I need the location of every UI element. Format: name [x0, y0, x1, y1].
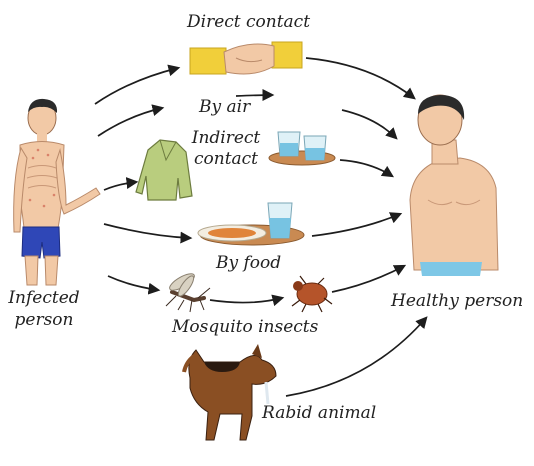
- arrow-mosquito-to-bug: [209, 294, 285, 307]
- arrow-air: [235, 89, 275, 101]
- label-infected-person: Infected person: [8, 288, 80, 330]
- arrow-to-air: [97, 104, 165, 137]
- arrow-direct-to-healthy: [305, 57, 416, 100]
- label-rabid-animal: Rabid animal: [262, 403, 377, 423]
- arrow-to-mosquito: [107, 275, 161, 295]
- label-mosquito-insects: Mosquito insects: [172, 317, 319, 337]
- arrow-to-coat: [103, 177, 139, 191]
- label-healthy-person: Healthy person: [391, 291, 524, 311]
- arrow-to-food: [103, 223, 193, 244]
- arrow-food-to-healthy: [311, 212, 403, 237]
- transmission-arrows: [94, 57, 428, 397]
- infected-person: [13, 98, 101, 286]
- handshake-icon: [189, 41, 303, 75]
- arrow-air-to-healthy: [341, 109, 398, 140]
- food-plate-icon: [197, 202, 305, 246]
- arrow-rabid-to-healthy: [285, 316, 428, 397]
- glasses-tray-icon: [268, 131, 336, 166]
- healthy-person: [409, 94, 499, 276]
- dog-icon: [182, 344, 277, 441]
- label-by-food: By food: [216, 253, 282, 273]
- arrow-indirect-to-healthy: [339, 159, 395, 178]
- label-by-air: By air: [199, 97, 251, 117]
- label-indirect-contact: Indirect contact: [191, 128, 261, 169]
- mosquito-icon: [165, 273, 211, 313]
- arrow-insect-to-healthy: [331, 264, 407, 293]
- arrow-to-direct: [94, 64, 181, 105]
- label-direct-contact: Direct contact: [187, 12, 311, 32]
- bedbug-icon: [291, 275, 333, 313]
- coat-icon: [135, 139, 193, 201]
